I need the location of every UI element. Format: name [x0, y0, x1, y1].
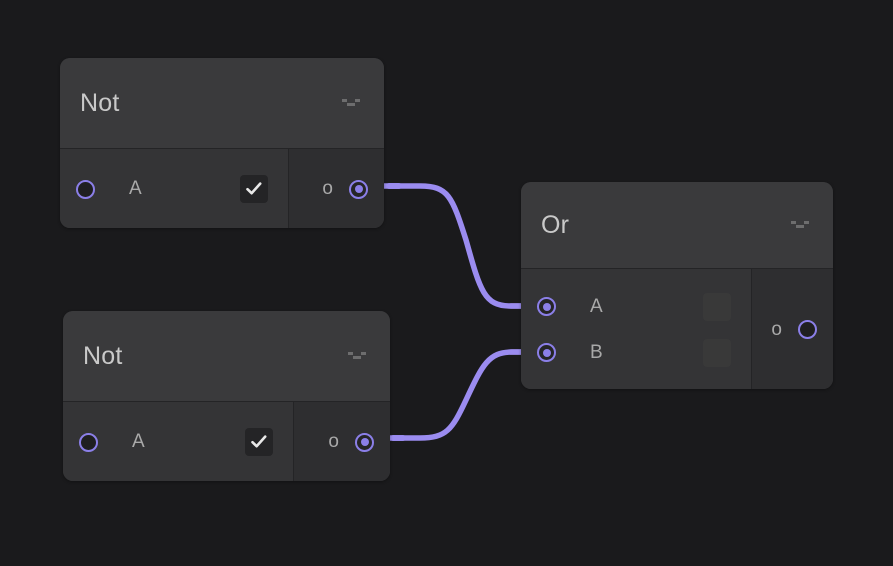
input-port[interactable]	[537, 343, 556, 362]
input-value-checkbox[interactable]	[240, 175, 268, 203]
input-port-row: B	[521, 330, 751, 376]
chevron-down-icon[interactable]	[789, 218, 811, 232]
input-value-checkbox[interactable]	[245, 428, 273, 456]
connection-wire[interactable]	[376, 183, 537, 309]
output-port-label: o	[771, 318, 782, 340]
output-port[interactable]	[798, 320, 817, 339]
node-outputs: o	[294, 402, 390, 481]
input-port-label: A	[129, 178, 142, 199]
node-inputs: A	[60, 149, 289, 228]
node-inputs: A	[63, 402, 294, 481]
chevron-down-icon[interactable]	[340, 96, 362, 110]
input-value-checkbox[interactable]	[703, 292, 731, 321]
port-stub	[390, 435, 406, 441]
output-port-label: o	[328, 431, 339, 452]
output-port-row: o	[289, 178, 384, 200]
port-stub	[386, 183, 402, 189]
output-port-label: o	[322, 178, 333, 199]
chevron-down-icon[interactable]	[346, 349, 368, 363]
input-port[interactable]	[76, 179, 95, 199]
input-port[interactable]	[79, 432, 98, 452]
node-outputs: o	[752, 269, 833, 389]
input-port[interactable]	[537, 297, 556, 316]
output-port[interactable]	[355, 432, 374, 452]
input-port-label: B	[590, 341, 603, 363]
input-port-row: A	[521, 284, 751, 330]
output-port-row: o	[294, 431, 390, 453]
node-collapse-button[interactable]	[346, 349, 368, 363]
output-port[interactable]	[349, 179, 368, 199]
input-port-row: A	[60, 175, 288, 203]
node-header[interactable]: Not	[60, 58, 384, 148]
node-outputs: o	[289, 149, 384, 228]
node-header[interactable]: Or	[521, 182, 833, 268]
node-title: Not	[83, 341, 123, 370]
node-title: Or	[541, 210, 570, 239]
checkmark-icon	[246, 182, 262, 195]
input-port-label: A	[590, 295, 603, 317]
input-port-label: A	[132, 431, 145, 452]
checkmark-icon	[251, 435, 267, 448]
connection-wire[interactable]	[382, 349, 537, 441]
node-collapse-button[interactable]	[789, 218, 811, 232]
input-port-row: A	[63, 428, 293, 456]
node-title: Not	[80, 88, 120, 117]
node-header[interactable]: Not	[63, 311, 390, 401]
input-value-checkbox[interactable]	[703, 338, 731, 367]
node-collapse-button[interactable]	[340, 96, 362, 110]
output-port-row: o	[752, 319, 833, 341]
